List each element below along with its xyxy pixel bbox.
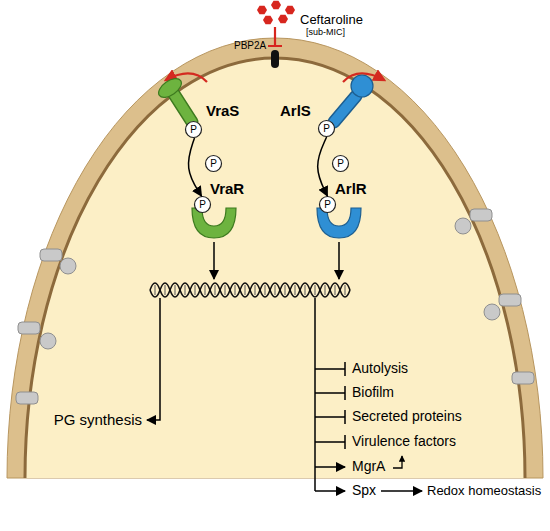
membrane-protein [512,372,534,384]
phosphate-circle: P [194,196,211,213]
membrane-protein [499,294,521,306]
phosphate-circle: P [332,155,349,172]
phosphate-circle: P [205,155,222,172]
protein-stalk [334,96,356,122]
phosphate-circle [195,197,211,213]
protein-label: VraR [210,180,244,197]
regulator-shape [192,208,236,238]
cell-wall [7,38,543,478]
membrane-protein [455,218,471,234]
membrane-protein [16,392,38,404]
drug-molecule [278,15,288,24]
receptor-head [351,75,373,97]
pathway-output: PG synthesis [10,411,142,428]
phosphate-circle: P [318,120,335,137]
inhibition-branch [315,410,345,424]
phosphate-circle [320,197,336,213]
phosphate-circle: P [185,121,202,138]
increase-arrow [393,456,402,468]
phosphate-circle [186,122,202,138]
inhibition-line [268,27,282,46]
protein-label: ArlR [335,180,367,197]
pathway-output: Redox homeostasis [427,483,541,498]
protein-stalk [334,96,356,122]
protein-stalk [174,94,192,122]
phosphotransfer-arrow [318,137,328,196]
pathway-output: Biofilm [352,384,394,400]
membrane-protein [40,249,62,261]
output-trunk [314,298,316,491]
dna-strand [150,283,350,297]
phosphate-label: P [205,155,222,172]
drug-molecules [257,1,295,25]
phosphotransfer-arrow [188,138,201,196]
pathway-output: Virulence factors [352,433,456,449]
protein-label: VraS [206,102,239,119]
activation-arrow [381,490,422,492]
inhibition-branch [315,386,345,400]
binding-arrow [213,242,215,279]
inhibition-branch [315,362,345,376]
binding-arrow [338,242,340,279]
concentration-note: [sub-MIC] [306,27,345,37]
dna-strand [150,283,350,297]
phosphate-circle [206,156,222,172]
phosphate-label: P [185,121,202,138]
protein-label: PBP2A [234,40,266,51]
drug-molecule [285,6,295,15]
inhibition-branch [315,435,345,449]
phosphate-label: P [194,196,211,213]
sensor-kinase: ArlS P [272,72,382,150]
phosphate-label: P [332,155,349,172]
membrane-protein [60,258,76,274]
pathway-output: Autolysis [352,360,408,376]
drug-molecule [257,6,267,15]
response-regulator: ArlRP [305,178,385,243]
receptor-head [155,75,184,101]
regulator-shape [317,208,361,238]
pathway-output: Secreted proteins [352,408,462,424]
phosphate-circle: P [319,196,336,213]
activation-branch [315,490,345,492]
phosphate-label: P [319,196,336,213]
membrane-protein: PBP2A [232,38,284,70]
output-arrow [147,298,160,420]
protein-label: ArlS [280,102,311,119]
membrane-protein [470,209,492,221]
response-regulator: VraRP [180,178,260,243]
sensor-kinase: VraSP [148,72,248,150]
membrane-protein [40,333,56,349]
phosphate-circle [319,121,335,137]
phosphate-circle [333,156,349,172]
activation-branch [315,466,345,468]
pbp-capsule [271,50,279,68]
gene-name: MgrA [352,458,385,474]
drug-molecule [263,16,273,25]
phosphate-label: P [318,120,335,137]
drug-name: Ceftaroline [300,12,363,27]
drug-molecule [271,1,281,10]
membrane-protein [18,322,40,334]
protein-stalk [174,94,192,122]
membrane-protein [484,304,500,320]
gene-name: Spx [352,482,376,498]
